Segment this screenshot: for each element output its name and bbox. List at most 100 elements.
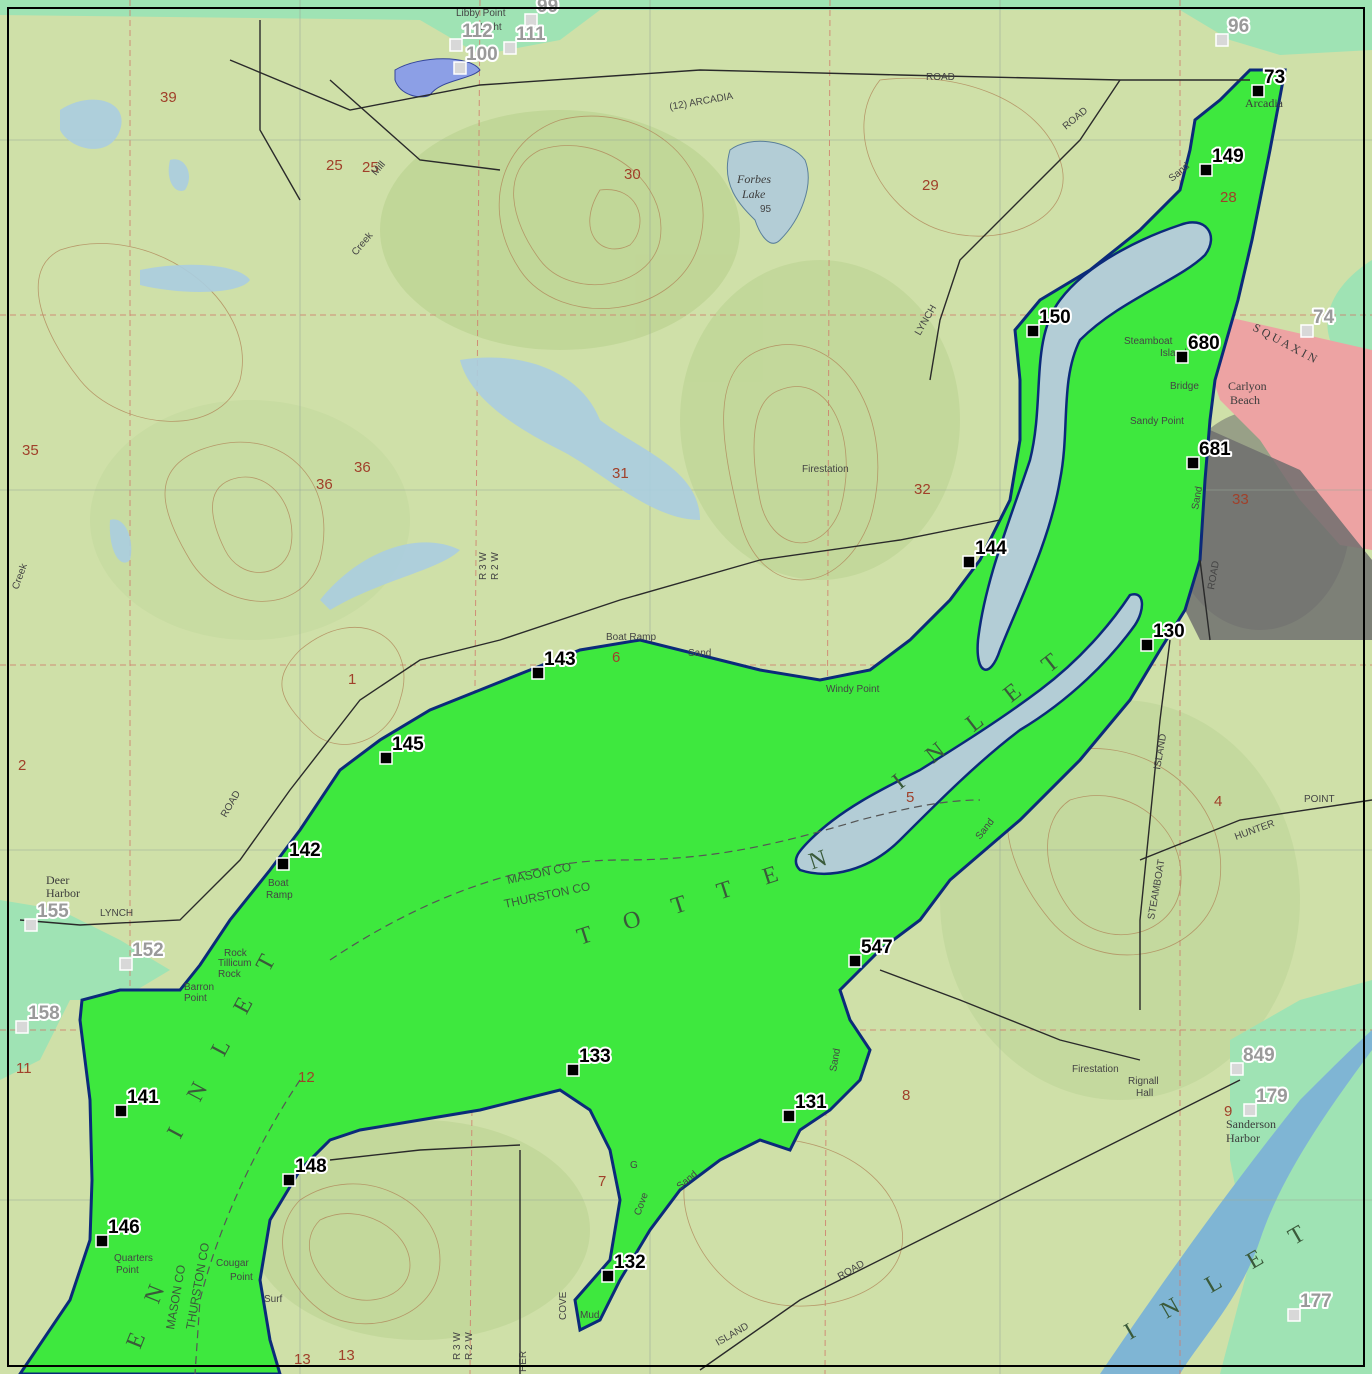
station-150[interactable]: 150 (1026, 305, 1073, 338)
reference-station-marker-icon[interactable] (453, 61, 467, 75)
steep-terrain (1180, 430, 1372, 640)
station-142[interactable]: 142 (276, 838, 323, 871)
arcadia-label: Arcadia (1245, 96, 1284, 110)
section-5: 5 (906, 789, 914, 806)
station-131[interactable]: 131 (782, 1090, 829, 1123)
reference-station-marker-icon[interactable] (1243, 1103, 1257, 1117)
firestation-s-label: Firestation (1072, 1064, 1119, 1075)
reference-station-155[interactable]: 155 (24, 899, 71, 932)
cougar-point-label: Cougar (216, 1258, 249, 1269)
reference-station-179[interactable]: 179 (1243, 1084, 1290, 1117)
roads (19, 20, 1372, 1374)
station-label: 150 (1039, 307, 1071, 328)
station-marker-icon[interactable] (1026, 324, 1040, 338)
section-1: 1 (348, 671, 356, 688)
reference-station-177[interactable]: 177 (1287, 1289, 1334, 1322)
station-marker-icon[interactable] (282, 1173, 296, 1187)
station-marker-icon[interactable] (962, 555, 976, 569)
carlyon-beach-label: Carlyon (1228, 379, 1267, 393)
section-35: 35 (22, 442, 39, 459)
station-146[interactable]: 146 (95, 1215, 142, 1248)
reference-station-marker-icon[interactable] (15, 1020, 29, 1034)
station-marker-icon[interactable] (531, 666, 545, 680)
section-39: 39 (160, 89, 177, 106)
forbes-lake-label-2: Lake (741, 187, 766, 201)
station-marker-icon[interactable] (1186, 456, 1200, 470)
station-marker-icon[interactable] (95, 1234, 109, 1248)
station-marker-icon[interactable] (1199, 163, 1213, 177)
reference-station-marker-icon[interactable] (1300, 324, 1314, 338)
libby-point-label: Libby Point (456, 8, 506, 19)
forbes-lake (726, 140, 809, 244)
sanderson-harbor-label-2: Harbor (1226, 1131, 1260, 1145)
reference-station-152[interactable]: 152 (119, 938, 166, 971)
station-marker-icon[interactable] (114, 1104, 128, 1118)
station-marker-icon[interactable] (1175, 350, 1189, 364)
station-marker-icon[interactable] (276, 857, 290, 871)
reference-station-marker-icon[interactable] (1215, 33, 1229, 47)
section-31: 31 (612, 465, 629, 482)
reference-station-marker-icon[interactable] (449, 38, 463, 52)
section-33: 33 (1232, 491, 1249, 508)
bridge-label: Bridge (1170, 381, 1199, 392)
boat-ramp-n-label: Boat Ramp (606, 632, 656, 643)
station-143[interactable]: 143 (531, 647, 578, 680)
station-marker-icon[interactable] (848, 954, 862, 968)
reference-station-158[interactable]: 158 (15, 1001, 62, 1034)
station-148[interactable]: 148 (282, 1154, 329, 1187)
steamboat-island-label: Steamboat (1124, 336, 1173, 347)
mudflat-center (794, 593, 1144, 875)
section-29: 29 (922, 177, 939, 194)
section-7: 7 (598, 1173, 606, 1190)
station-marker-icon[interactable] (601, 1269, 615, 1283)
station-marker-icon[interactable] (1251, 84, 1265, 98)
barron-point-label: Barron (184, 982, 214, 993)
station-145[interactable]: 145 (379, 732, 426, 765)
reference-station-marker-icon[interactable] (1287, 1308, 1301, 1322)
station-149[interactable]: 149 (1199, 144, 1246, 177)
station-label: 149 (1212, 146, 1244, 167)
reference-station-849[interactable]: 849 (1230, 1043, 1277, 1076)
r3w-s-label: R 3 W (452, 1332, 463, 1360)
reference-station-label: 177 (1300, 1291, 1332, 1312)
sanderson-harbor-label: Sanderson (1226, 1117, 1276, 1131)
reference-station-label: 179 (1256, 1086, 1288, 1107)
station-133[interactable]: 133 (566, 1044, 613, 1077)
station-label: 146 (108, 1217, 140, 1238)
station-marker-icon[interactable] (1140, 638, 1154, 652)
section-25b: 25 (362, 159, 379, 176)
reference-station-112[interactable]: 112 (449, 19, 495, 52)
section-8: 8 (902, 1087, 910, 1104)
reference-station-marker-icon[interactable] (524, 13, 538, 27)
station-130[interactable]: 130 (1140, 619, 1187, 652)
totten-inlet[interactable] (18, 68, 1287, 1374)
section-25a: 25 (326, 157, 343, 174)
reference-station-marker-icon[interactable] (119, 957, 133, 971)
station-547[interactable]: 547 (848, 935, 895, 968)
station-marker-icon[interactable] (379, 751, 393, 765)
reference-station-marker-icon[interactable] (1230, 1062, 1244, 1076)
station-73[interactable]: 73 (1251, 65, 1287, 98)
station-marker-icon[interactable] (782, 1109, 796, 1123)
section-12: 12 (298, 1069, 315, 1086)
sand-label-1: Sand (688, 648, 711, 659)
reference-station-100[interactable]: 100 (453, 42, 500, 75)
reference-station-label: 74 (1313, 307, 1335, 328)
rignall-hall-label: Rignall (1128, 1076, 1159, 1087)
station-label: 547 (861, 937, 893, 958)
reference-station-label: 96 (1228, 16, 1249, 37)
station-681[interactable]: 681 (1186, 437, 1233, 470)
reference-station-marker-icon[interactable] (503, 41, 517, 55)
reference-station-111[interactable]: 111 (503, 22, 548, 55)
reference-station-96[interactable]: 96 (1215, 14, 1251, 47)
station-132[interactable]: 132 (601, 1250, 648, 1283)
light-label: Light (480, 22, 502, 33)
reference-station-74[interactable]: 74 (1300, 305, 1337, 338)
station-141[interactable]: 141 (114, 1085, 161, 1118)
tillicum-rock-label: Rock (224, 948, 248, 959)
station-marker-icon[interactable] (566, 1063, 580, 1077)
station-680[interactable]: 680 (1175, 331, 1222, 364)
station-144[interactable]: 144 (962, 536, 1009, 569)
reference-station-marker-icon[interactable] (24, 918, 38, 932)
